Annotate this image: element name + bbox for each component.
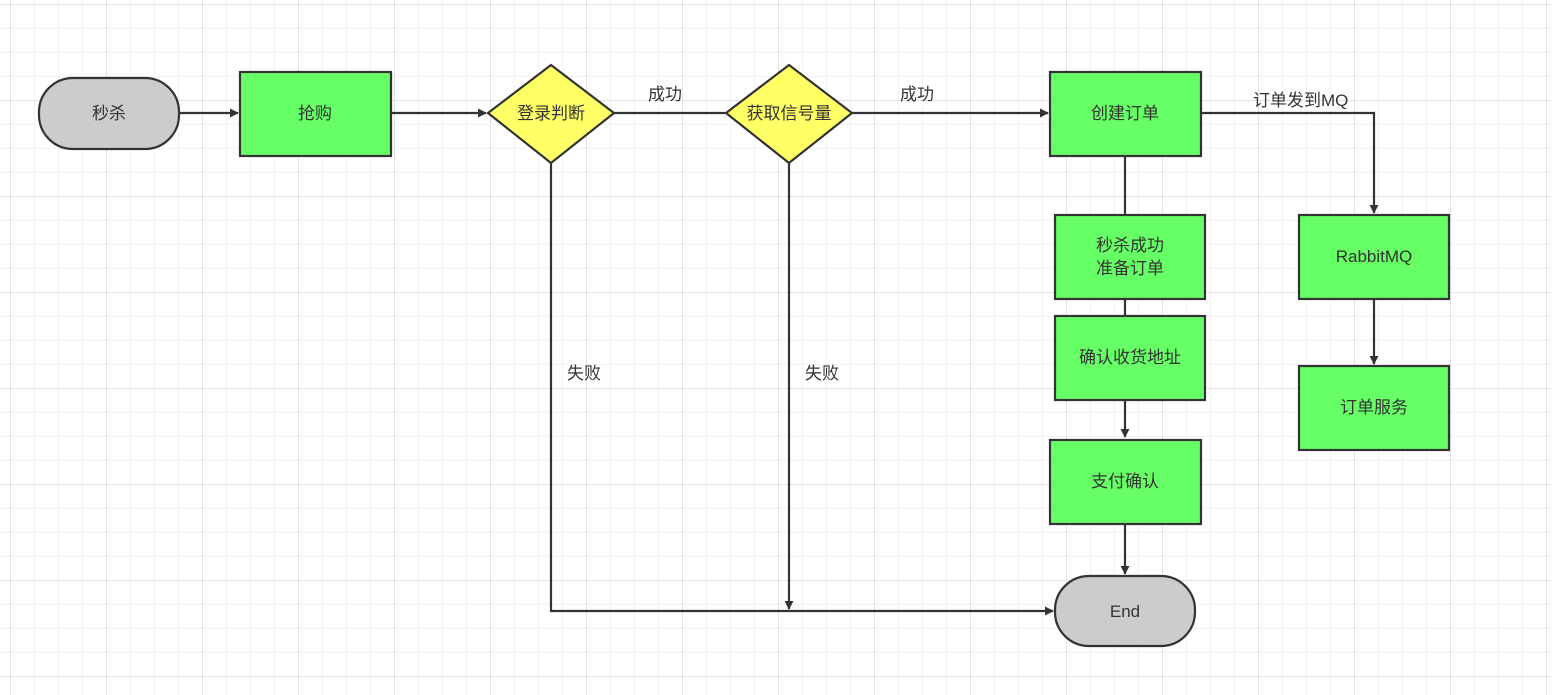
node-rabbitmq-label: RabbitMQ <box>1336 247 1413 266</box>
node-snap-up[interactable]: 抢购 <box>238 70 393 158</box>
node-confirm-address-label: 确认收货地址 <box>1079 348 1181 367</box>
node-login-check[interactable]: 登录判断 <box>486 63 616 165</box>
node-pay-confirm-label: 支付确认 <box>1091 472 1159 491</box>
edge-label-semaphore-fail: 失败 <box>805 364 839 383</box>
node-order-service[interactable]: 订单服务 <box>1297 364 1451 452</box>
node-seckill-success-label-line1: 秒杀成功 <box>1096 236 1164 255</box>
edge-login-fail-to-end[interactable] <box>549 163 1054 616</box>
node-seckill-label: 秒杀 <box>92 104 126 123</box>
node-login-check-label: 登录判断 <box>517 104 585 123</box>
node-end-label: End <box>1110 602 1140 621</box>
edge-label-send-to-mq: 订单发到MQ <box>1253 91 1348 110</box>
node-create-order-label: 创建订单 <box>1091 104 1159 123</box>
edge-labels: 成功 成功 订单发到MQ 失败 失败 <box>567 85 1348 383</box>
edge-label-semaphore-success: 成功 <box>900 85 934 104</box>
edge-create-order-to-rabbitmq[interactable] <box>1201 111 1379 214</box>
node-rabbitmq[interactable]: RabbitMQ <box>1297 213 1451 301</box>
node-end[interactable]: End <box>1053 574 1197 648</box>
node-get-semaphore[interactable]: 获取信号量 <box>724 63 854 165</box>
edges <box>179 108 1379 616</box>
node-get-semaphore-label: 获取信号量 <box>747 104 832 123</box>
node-order-service-label: 订单服务 <box>1340 398 1408 417</box>
node-snap-up-label: 抢购 <box>298 104 332 123</box>
node-seckill[interactable]: 秒杀 <box>37 76 181 151</box>
node-create-order[interactable]: 创建订单 <box>1048 70 1203 158</box>
node-pay-confirm[interactable]: 支付确认 <box>1048 438 1203 526</box>
node-confirm-address[interactable]: 确认收货地址 <box>1053 314 1207 402</box>
node-seckill-success[interactable]: 秒杀成功 准备订单 <box>1053 213 1207 301</box>
edge-label-login-fail: 失败 <box>567 364 601 383</box>
node-seckill-success-label-line2: 准备订单 <box>1096 259 1164 278</box>
edge-label-login-success: 成功 <box>648 85 682 104</box>
